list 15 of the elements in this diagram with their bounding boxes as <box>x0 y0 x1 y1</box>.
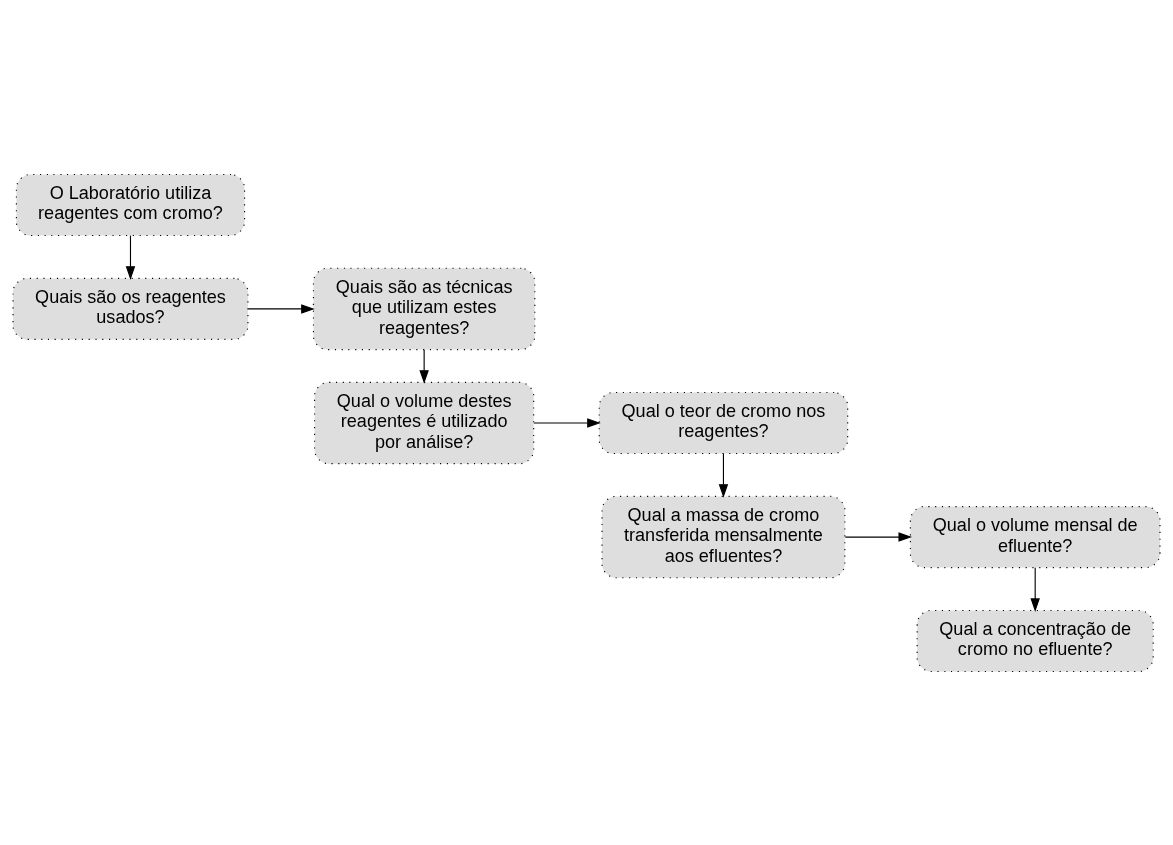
node-box: Qual a concentração de cromo no efluente? <box>916 609 1154 672</box>
node-box: Quais são os reagentes usados? <box>12 277 249 340</box>
arrow <box>844 531 913 542</box>
arrow <box>1030 566 1040 612</box>
node-box: Qual o volume destes reagentes é utilizado por análise? <box>314 381 535 464</box>
node-box: Qual o volume mensal de efluente? <box>909 505 1161 568</box>
arrow <box>125 234 136 280</box>
arrow <box>247 303 315 314</box>
node-box: Qual o teor de cromo nos reagentes? <box>598 391 849 454</box>
node-box: Quais são as técnicas que utilizam estes reagentes? <box>312 267 536 350</box>
node-box: Qual a massa de cromo transferida mensalmente aos efluentes? <box>601 495 846 578</box>
arrow <box>419 348 429 384</box>
node-box: O Laboratório utiliza reagentes com cromo? <box>15 173 246 236</box>
arrow <box>533 417 601 428</box>
arrow <box>718 452 729 498</box>
